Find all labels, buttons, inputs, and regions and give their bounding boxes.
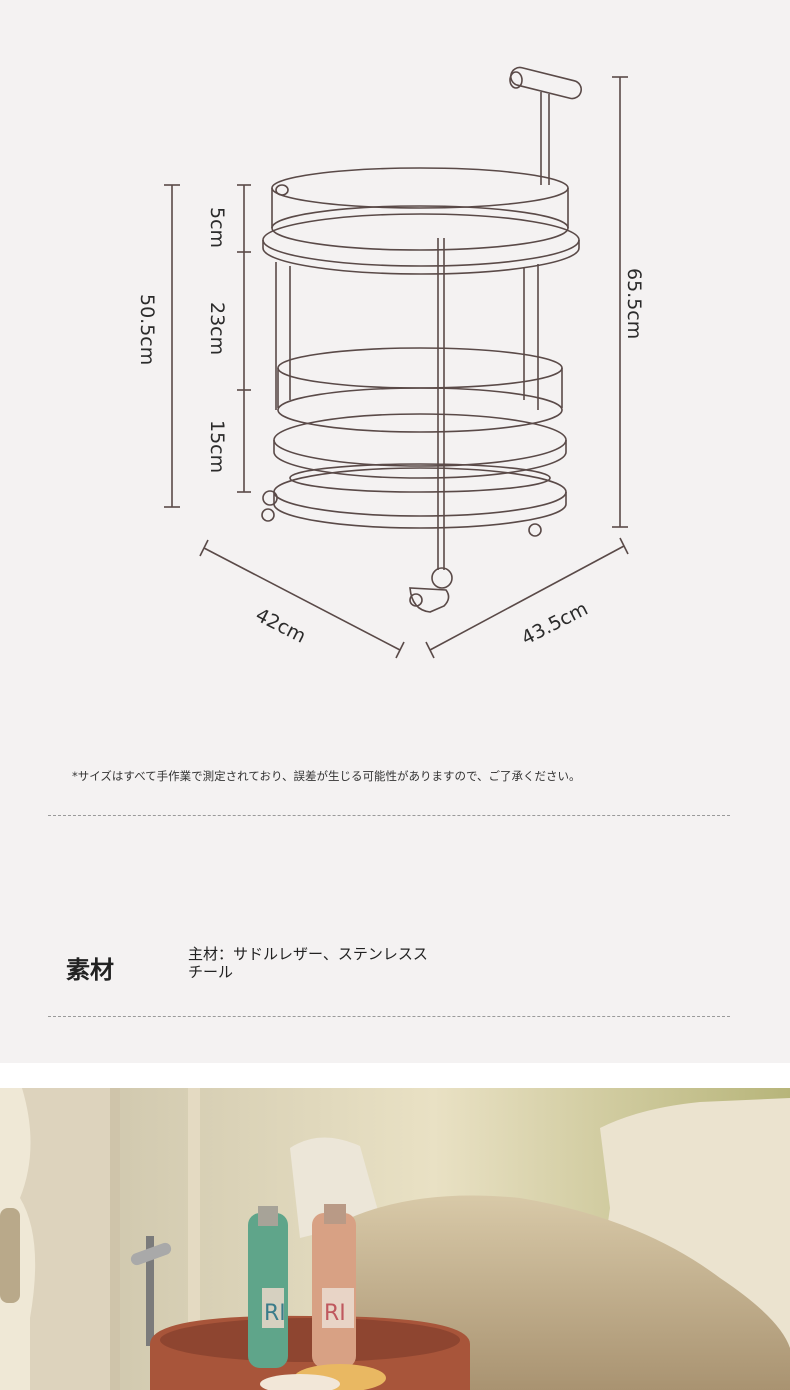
dim-label-bottom-tier: 15cm: [206, 420, 228, 474]
dimension-panel: 5cm 23cm 15cm 50.5cm 65.5cm 42cm 43.5cm …: [0, 0, 790, 1063]
measurement-note: *サイズはすべて手作業で測定されており、誤差が生じる可能性がありますので、ご了承…: [72, 769, 581, 783]
dim-label-total-height: 65.5cm: [623, 268, 645, 340]
cart-line-drawing: [164, 66, 629, 659]
dim-label-body-height: 50.5cm: [136, 294, 158, 366]
dim-label-top-tier: 5cm: [206, 207, 228, 249]
divider-top: [48, 815, 730, 816]
product-photo: RI RI: [0, 1088, 790, 1390]
lifestyle-scene: RI RI: [0, 1088, 790, 1390]
material-value: 主材：サドルレザー、ステンレススチール: [188, 945, 428, 981]
bottle-left-label: RI: [264, 1301, 286, 1326]
bottle-right-label: RI: [324, 1301, 346, 1326]
material-label: 素材: [66, 956, 114, 984]
divider-bottom: [48, 1016, 730, 1017]
dim-label-middle-tier: 23cm: [206, 302, 228, 356]
